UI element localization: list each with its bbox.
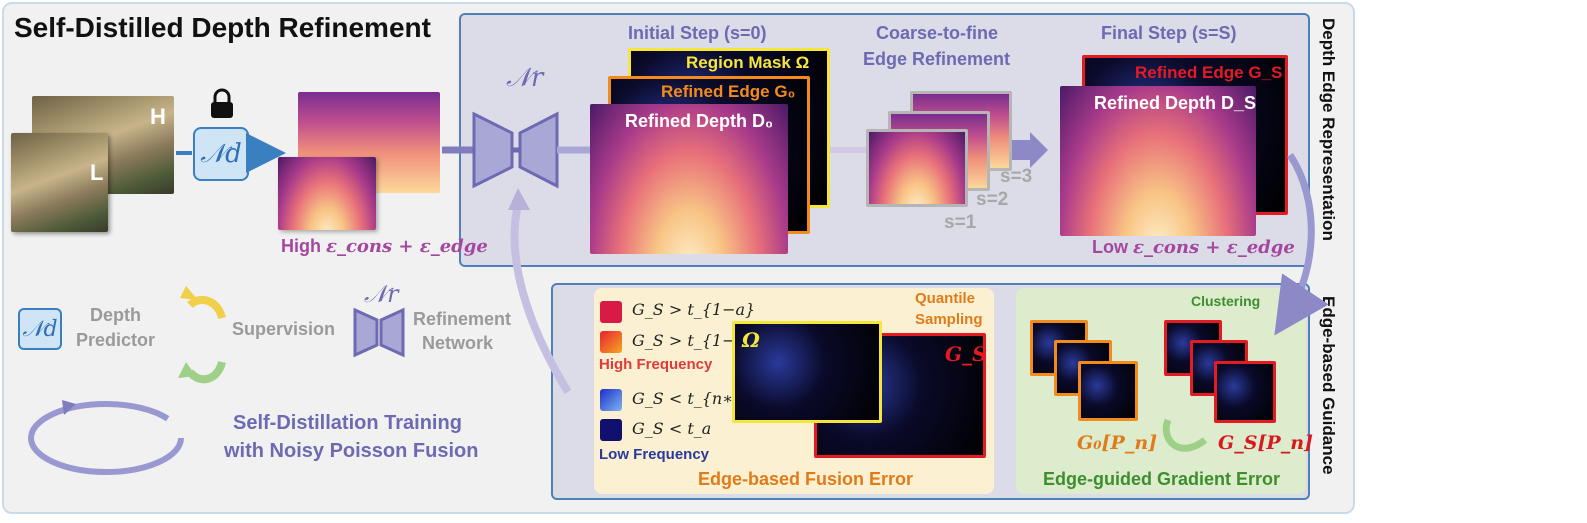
low-error-label: Low ε_cons + ε_edge bbox=[1092, 237, 1295, 258]
arrow-final-to-guidance bbox=[1274, 153, 1329, 336]
legend-refiner-line1: Refinement bbox=[413, 309, 512, 329]
refined-edge-initial-label: Refined Edge G₀ bbox=[661, 82, 796, 101]
side-label-guidance: Edge-based Guidance bbox=[1319, 296, 1338, 475]
legend-refiner-line2: Network bbox=[422, 333, 494, 353]
quantile-line2: Sampling bbox=[915, 311, 983, 328]
lock-icon bbox=[211, 88, 233, 118]
coarse-to-fine-heading-1: Coarse-to-fine bbox=[876, 23, 999, 43]
fusion-error-title: Edge-based Fusion Error bbox=[698, 469, 914, 489]
arrow-coarse-to-final bbox=[1012, 132, 1048, 168]
threshold-low-2: G_S < t_a bbox=[632, 419, 712, 438]
low-frequency-label: Low Frequency bbox=[599, 446, 710, 463]
key-high-2 bbox=[600, 331, 622, 353]
input-image-low bbox=[11, 133, 108, 232]
final-step-heading: Final Step (s=S) bbox=[1101, 23, 1237, 43]
low-res-label: L bbox=[90, 160, 104, 185]
refine-net-symbol: 𝒩r bbox=[506, 62, 543, 94]
threshold-low-1: G_S < t_{n∗a} bbox=[632, 389, 753, 408]
g0-pn-label: G₀[P_n] bbox=[1077, 432, 1158, 454]
refine-net-symbol-text: 𝒩r bbox=[506, 63, 544, 93]
training-line2: with Noisy Poisson Fusion bbox=[224, 440, 479, 462]
refiner-decoder bbox=[518, 111, 559, 189]
training-line1: Self-Distillation Training bbox=[233, 412, 462, 434]
step-label-s2: s=2 bbox=[976, 189, 1009, 210]
patch-gs-3 bbox=[1214, 361, 1276, 423]
key-low-1 bbox=[600, 389, 622, 411]
legend-predictor-line1: Depth bbox=[90, 305, 141, 325]
legend-refiner-symbol: 𝒩r bbox=[364, 280, 398, 309]
initial-step-heading: Initial Step (s=0) bbox=[628, 23, 767, 43]
legend-refiner-symbol-text: 𝒩r bbox=[364, 280, 399, 308]
training-cycle-arrow bbox=[28, 401, 184, 475]
clustering-label: Clustering bbox=[1191, 293, 1261, 309]
high-error-prefix: High bbox=[281, 236, 321, 256]
high-error-formula: ε_cons + ε_edge bbox=[326, 236, 488, 257]
refiner-encoder bbox=[472, 111, 514, 189]
arrow-guidance-to-refiner bbox=[510, 204, 572, 395]
supervision-arrow-top bbox=[187, 295, 226, 320]
refined-depth-initial-label: Refined Depth D₀ bbox=[625, 111, 774, 131]
legend-supervision: Supervision bbox=[232, 319, 336, 339]
depth-predictor-symbol: 𝒩d bbox=[200, 138, 242, 169]
gradient-swap-arrow bbox=[1162, 418, 1208, 452]
supervision-arrow-bottom bbox=[186, 360, 226, 384]
step-label-s3: s=3 bbox=[1000, 166, 1033, 187]
fusion-omega-label: Ω bbox=[742, 328, 760, 352]
side-label-representation: Depth Edge Representation bbox=[1319, 18, 1338, 241]
key-high-1 bbox=[600, 301, 622, 323]
depth-prediction-low bbox=[278, 157, 376, 230]
legend-predictor-symbol: 𝒩d bbox=[22, 316, 58, 342]
region-mask-label: Region Mask Ω bbox=[686, 53, 810, 72]
legend-refiner-encoder bbox=[353, 307, 379, 358]
fusion-gs-label: G_S bbox=[945, 342, 987, 366]
refined-depth-initial-image bbox=[590, 104, 788, 254]
refined-depth-final-label: Refined Depth D_S bbox=[1094, 93, 1257, 113]
high-res-label: H bbox=[150, 104, 166, 129]
low-error-formula: ε_cons + ε_edge bbox=[1133, 237, 1295, 258]
coarse-to-fine-heading-2: Edge Refinement bbox=[863, 49, 1011, 69]
low-error-prefix: Low bbox=[1092, 237, 1128, 257]
threshold-high-1: G_S > t_{1−a} bbox=[632, 300, 756, 319]
gradient-error-title: Edge-guided Gradient Error bbox=[1043, 469, 1281, 489]
legend-predictor-block: 𝒩d bbox=[18, 308, 62, 350]
legend-refiner-decoder bbox=[379, 307, 405, 358]
high-frequency-label: High Frequency bbox=[599, 356, 713, 373]
step-label-s1: s=1 bbox=[944, 212, 977, 233]
high-error-label: High ε_cons + ε_edge bbox=[281, 236, 488, 257]
quantile-line1: Quantile bbox=[915, 290, 976, 307]
key-low-2 bbox=[600, 419, 622, 441]
figure-title: Self-Distilled Depth Refinement bbox=[14, 12, 431, 43]
patch-g0-3 bbox=[1078, 361, 1138, 421]
grid-patch-s1 bbox=[866, 129, 968, 207]
gs-pn-label: G_S[P_n] bbox=[1218, 432, 1314, 454]
legend-predictor-line2: Predictor bbox=[76, 330, 156, 350]
refined-edge-final-label: Refined Edge G_S bbox=[1135, 63, 1283, 82]
refined-depth-final-image bbox=[1060, 86, 1256, 236]
fusion-omega-image bbox=[732, 321, 882, 423]
